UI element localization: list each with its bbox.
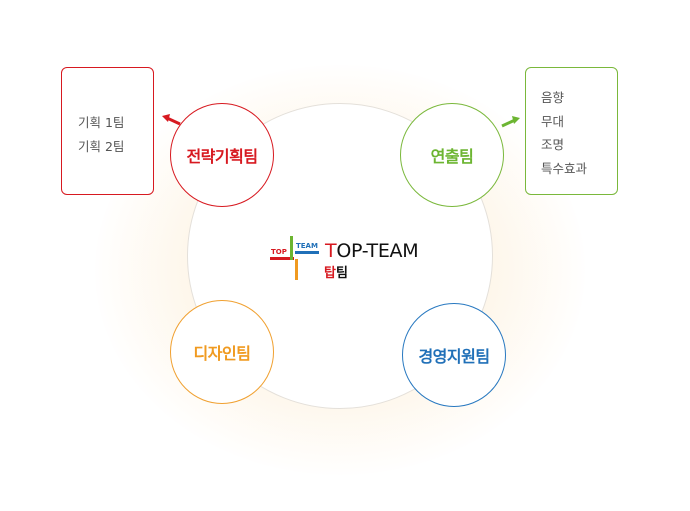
arrow-right-icon	[501, 116, 520, 128]
team-strategy-planning: 전략기획팀	[170, 103, 274, 207]
logo-name-en: TOP-TEAM	[325, 240, 419, 262]
logo-name-ko-rest: 팀	[335, 266, 348, 281]
logo-name-ko-first: 탑	[324, 266, 336, 281]
directing-subteam-box: 음향 무대 조명 특수효과	[525, 67, 618, 195]
team-label: 경영지원팀	[418, 347, 490, 366]
subteam-item: 조명	[541, 137, 565, 152]
logo-name-en-rest: OP-TEAM	[336, 240, 419, 262]
strategy-subteam-list: 기획 1팀 기획 2팀	[78, 111, 124, 158]
logo-mark-team: TEAM	[296, 242, 318, 250]
subteam-item: 무대	[541, 113, 565, 129]
subteam-item: 기획 1팀	[78, 115, 125, 130]
top-team-logo-mark: TOP TEAM	[270, 236, 319, 280]
logo-name-ko: 탑팀	[324, 262, 348, 281]
subteam-item: 특수효과	[541, 160, 588, 176]
subteam-item: 음향	[541, 90, 565, 105]
logo-name-en-first: T	[325, 240, 337, 262]
arrow-left-icon	[162, 114, 181, 126]
team-management-support: 경영지원팀	[402, 303, 506, 407]
subteam-item: 기획 2팀	[78, 138, 125, 154]
team-directing: 연출팀	[400, 103, 504, 207]
logo-mark-top: TOP	[271, 248, 287, 256]
team-label: 연출팀	[430, 147, 474, 166]
team-label: 디자인팀	[193, 344, 251, 363]
strategy-subteam-box: 기획 1팀 기획 2팀	[61, 67, 154, 195]
team-design: 디자인팀	[170, 300, 274, 404]
team-label: 전략기획팀	[186, 147, 258, 166]
directing-subteam-list: 음향 무대 조명 특수효과	[541, 86, 587, 180]
